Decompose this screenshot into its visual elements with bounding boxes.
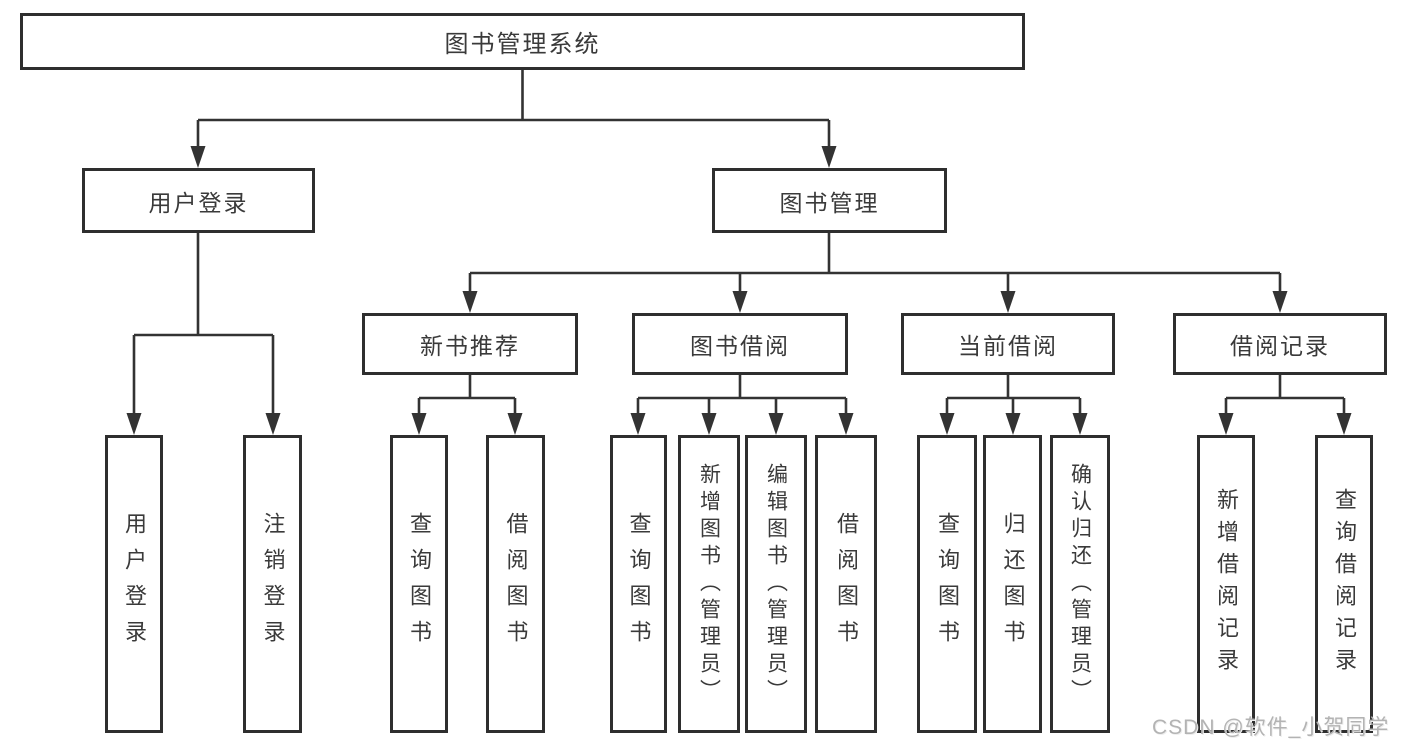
connector-user-login-split [126, 233, 281, 435]
arrowhead-icon [411, 413, 427, 435]
node-label: 注销登录 [260, 512, 286, 656]
arrowhead-icon [821, 146, 837, 168]
node-label: 编辑图书（管理员） [764, 462, 788, 706]
csdn-watermark: CSDN @软件_小贺同学 [1152, 716, 1390, 739]
node-leaf-borrow-query-book: 查询图书 [610, 435, 667, 733]
node-label: 查询图书 [626, 512, 652, 656]
connector-book-management-split [462, 233, 1288, 313]
arrowhead-icon [1072, 413, 1088, 435]
connector-current-split [939, 375, 1088, 435]
node-label: 查询图书 [935, 512, 960, 656]
node-label: 图书借阅 [690, 333, 790, 359]
node-new-book-recommend: 新书推荐 [362, 313, 578, 375]
connector-recommend-split [411, 375, 523, 435]
node-leaf-current-query-book: 查询图书 [917, 435, 977, 733]
arrowhead-icon [1272, 291, 1288, 313]
arrowhead-icon [939, 413, 955, 435]
node-label: 图书管理系统 [444, 31, 601, 58]
arrowhead-icon [1218, 413, 1234, 435]
arrowhead-icon [462, 291, 478, 313]
node-leaf-borrow-add-book: 新增图书（管理员） [678, 435, 740, 733]
connector-borrow-split [630, 375, 854, 435]
node-label: 当前借阅 [958, 333, 1058, 359]
node-label: 查询借阅记录 [1332, 488, 1357, 680]
node-label: 借阅图书 [834, 512, 859, 656]
node-leaf-recommend-borrow-book: 借阅图书 [486, 435, 545, 733]
node-label: 确认归还（管理员） [1068, 462, 1092, 706]
connector-records-split [1218, 375, 1352, 435]
arrowhead-icon [732, 291, 748, 313]
arrowhead-icon [1005, 413, 1021, 435]
node-leaf-logout: 注销登录 [243, 435, 302, 733]
arrowhead-icon [1336, 413, 1352, 435]
arrowhead-icon [126, 413, 142, 435]
node-label: 新增图书（管理员） [697, 462, 721, 706]
arrowhead-icon [768, 413, 784, 435]
node-label: 用户登录 [122, 512, 147, 656]
arrowhead-icon [630, 413, 646, 435]
arrowhead-icon [1000, 291, 1016, 313]
node-leaf-recommend-query-book: 查询图书 [390, 435, 448, 733]
arrowhead-icon [265, 413, 281, 435]
node-book-management: 图书管理 [712, 168, 947, 233]
node-leaf-borrow-borrow-book: 借阅图书 [815, 435, 877, 733]
node-current-borrow: 当前借阅 [901, 313, 1115, 375]
node-leaf-borrow-edit-book: 编辑图书（管理员） [745, 435, 807, 733]
node-label: 查询图书 [407, 512, 432, 656]
node-label: 借阅图书 [503, 512, 529, 656]
node-label: 借阅记录 [1230, 333, 1330, 359]
node-book-borrow: 图书借阅 [632, 313, 848, 375]
node-label: 新书推荐 [420, 333, 520, 359]
node-root-library-system: 图书管理系统 [20, 13, 1025, 70]
node-label: 图书管理 [779, 189, 880, 216]
arrowhead-icon [507, 413, 523, 435]
arrowhead-icon [701, 413, 717, 435]
node-user-login: 用户登录 [82, 168, 315, 233]
node-label: 新增借阅记录 [1214, 488, 1239, 680]
node-leaf-current-return-book: 归还图书 [983, 435, 1042, 733]
node-label: 归还图书 [1000, 512, 1026, 656]
arrowhead-icon [190, 146, 206, 168]
node-label: 用户登录 [148, 189, 249, 216]
arrowhead-icon [838, 413, 854, 435]
node-leaf-current-confirm-return: 确认归还（管理员） [1050, 435, 1110, 733]
node-leaf-records-add-record: 新增借阅记录 [1197, 435, 1255, 733]
node-leaf-user-login: 用户登录 [105, 435, 163, 733]
node-borrow-records: 借阅记录 [1173, 313, 1387, 375]
node-leaf-records-query-record: 查询借阅记录 [1315, 435, 1373, 733]
connector-root-to-level2 [190, 70, 837, 168]
